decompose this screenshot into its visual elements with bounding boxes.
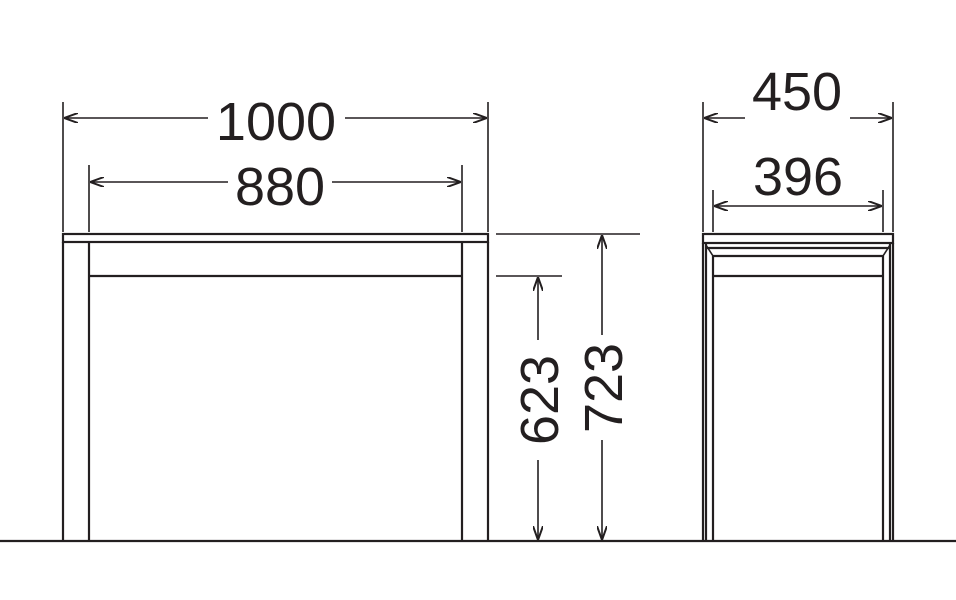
extension-lines [62,102,894,277]
dimension-overall-height: 723 [574,236,634,539]
dimension-overall-width: 1000 [65,92,486,152]
dimension-overall-depth: 450 [705,62,891,122]
label-inner-depth: 396 [753,147,843,207]
label-inner-width: 880 [235,157,325,217]
dimension-inner-depth: 396 [715,147,881,207]
desk-top-side [701,232,895,245]
label-overall-height: 723 [574,343,634,433]
front-view [61,232,490,541]
label-overall-depth: 450 [752,62,842,122]
desk-top-front [61,232,490,244]
dimension-inner-width: 880 [91,157,460,217]
label-overall-width: 1000 [216,92,336,152]
label-knee-height: 623 [510,355,570,445]
side-view [701,232,895,541]
dimension-knee-height: 623 [510,278,570,539]
